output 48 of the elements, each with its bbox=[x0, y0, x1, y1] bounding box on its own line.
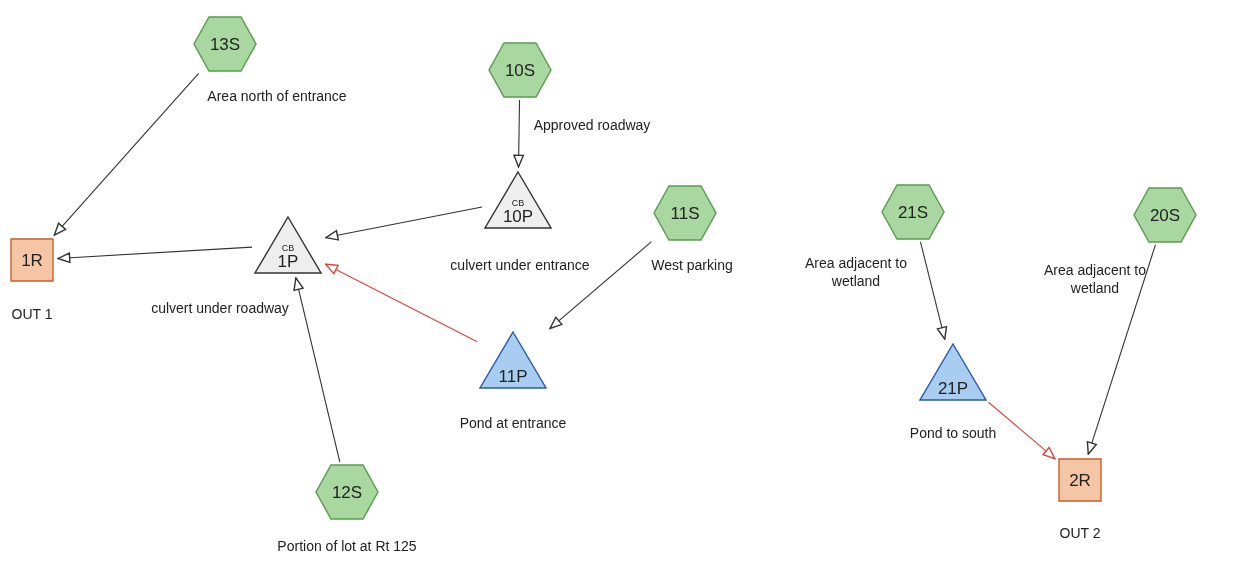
node-tag: CB bbox=[511, 199, 525, 208]
node-caption: Area north of entrance bbox=[207, 88, 347, 106]
node-caption: culvert under roadway bbox=[151, 300, 289, 318]
node-caption: West parking bbox=[651, 257, 733, 275]
node-tag: CB bbox=[281, 244, 295, 253]
node-caption: culvert under entrance bbox=[450, 257, 590, 275]
square-node bbox=[10, 238, 54, 282]
hexagon-node bbox=[193, 16, 257, 72]
arrow bbox=[1086, 244, 1156, 455]
arrow bbox=[293, 277, 341, 463]
node-id: 10S bbox=[504, 61, 536, 79]
node-caption: Pond at entrance bbox=[459, 415, 567, 433]
triangle-node bbox=[479, 331, 547, 389]
node-id: 12S bbox=[331, 483, 363, 501]
node-id: 11S bbox=[670, 204, 700, 222]
arrow bbox=[57, 246, 253, 264]
arrow bbox=[919, 241, 948, 340]
hexagon-node bbox=[1133, 187, 1197, 243]
triangle-node bbox=[484, 171, 552, 229]
arrow bbox=[513, 99, 525, 168]
hexagon-node bbox=[653, 185, 717, 241]
node-caption: OUT 1 bbox=[11, 306, 53, 324]
node-id: 11P bbox=[498, 368, 528, 385]
arrow bbox=[549, 241, 653, 330]
arrow bbox=[325, 206, 483, 241]
hexagon-node bbox=[881, 184, 945, 240]
node-id: 13S bbox=[209, 35, 241, 53]
triangle-node bbox=[919, 343, 987, 401]
node-caption: Portion of lot at Rt 125 bbox=[277, 538, 417, 556]
hexagon-node bbox=[488, 42, 552, 98]
node-caption: OUT 2 bbox=[1059, 525, 1101, 543]
node-caption: Approved roadway bbox=[533, 117, 651, 135]
node-id: 21S bbox=[897, 203, 929, 221]
node-id: 1R bbox=[21, 251, 43, 269]
node-id: 1P bbox=[277, 253, 299, 270]
node-caption: Area adjacent to wetland bbox=[804, 255, 908, 290]
square-node bbox=[1058, 458, 1102, 502]
node-caption: Area adjacent to wetland bbox=[1043, 262, 1147, 297]
node-id: 20S bbox=[1149, 206, 1181, 224]
hexagon-node bbox=[315, 464, 379, 520]
node-id: 2R bbox=[1069, 471, 1091, 489]
node-caption: Pond to south bbox=[909, 425, 997, 443]
arrow bbox=[53, 72, 200, 236]
node-id: 10P bbox=[502, 208, 534, 225]
triangle-node bbox=[254, 216, 322, 274]
arrow bbox=[987, 401, 1056, 460]
node-id: 21P bbox=[937, 380, 969, 397]
arrow bbox=[324, 263, 478, 343]
